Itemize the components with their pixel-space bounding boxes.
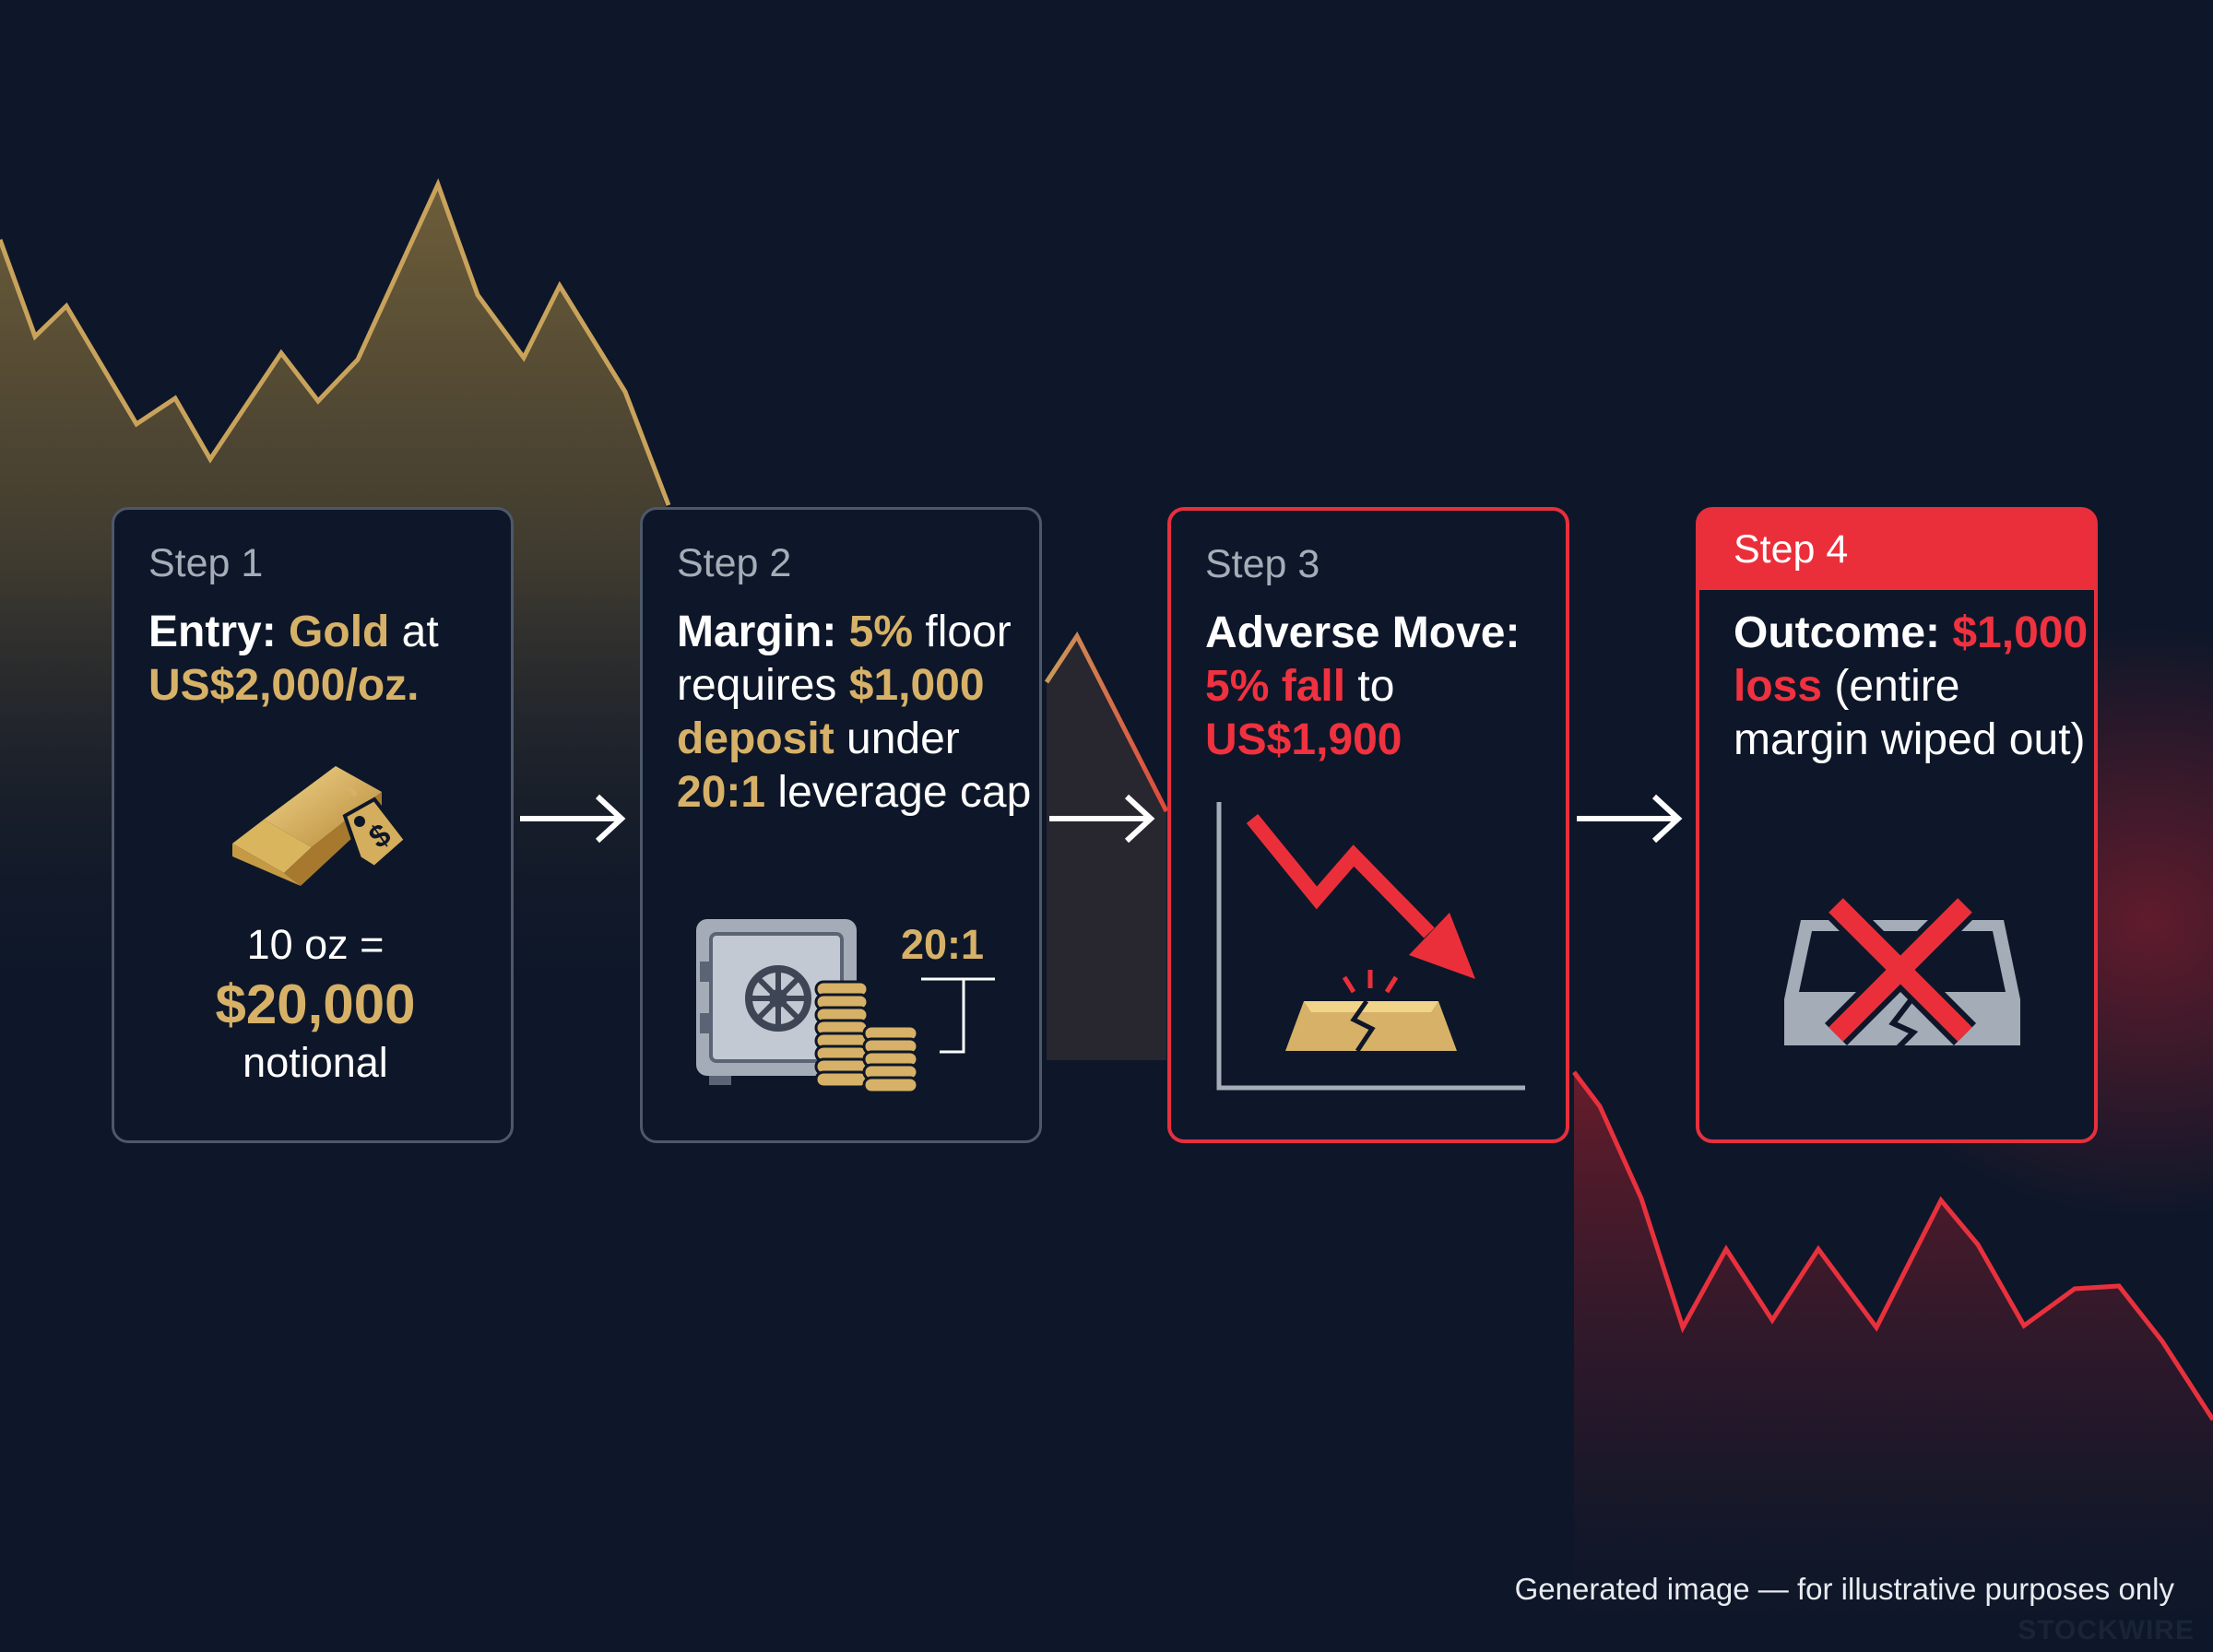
step-2-label: Step 2 [677,541,792,585]
step-3-new-price: US$1,900 [1205,715,1402,764]
step-4-heading: Outcome: [1734,608,1941,657]
step-2-headline: Margin: 5% floor requires $1,000 deposit… [677,608,1032,817]
falling-arrow-cracked-gold-bar-icon [1216,802,1525,1091]
gold-price-line [0,178,671,506]
step-3-headline: Adverse Move: 5% fall to US$1,900 [1205,608,1521,764]
step-3-label: Step 3 [1205,542,1320,586]
step-1-card: Step 1 Entry: Gold at US$2,000/oz. $ 10 … [112,507,514,1143]
step-4-label: Step 4 [1734,527,1849,572]
step-2-ratio-label: 20:1 [901,921,985,968]
ratio-bracket [921,977,995,1054]
step-4-headline: Outcome: $1,000 loss (entire margin wipe… [1734,608,2089,764]
arrow-right-icon [1577,794,1683,844]
empty-cracked-tray-with-x-icon [1784,893,2020,1054]
step-1-headline: Entry: Gold at US$2,000/oz. [148,608,439,710]
step-2-heading: Margin: [677,608,837,656]
step-2-deposit: $1,000 deposit [677,661,985,763]
step-1-quantity: 10 oz = [246,921,385,968]
step-2-card: Step 2 Margin: 5% floor requires $1,000 … [640,507,1042,1143]
step-4-card: Step 4 Outcome: $1,000 loss (entire marg… [1696,507,2098,1143]
watermark: STOCKWIRE [2018,1615,2195,1646]
step-4-header-band [1699,511,2094,590]
step-4-loss: $1,000 loss [1734,608,2089,711]
arrow-right-icon [520,794,626,844]
step-1-notional-label: notional [243,1039,388,1086]
arrow-right-icon [1049,794,1155,844]
step-3-card: Step 3 Adverse Move: 5% fall to US$1,900 [1167,507,1569,1143]
step-3-drop: 5% fall [1205,662,1346,711]
step-1-notional-value: $20,000 [215,974,416,1035]
step-3-heading: Adverse Move: [1205,608,1521,657]
safe-with-coin-stacks-icon [696,919,919,1094]
gold-bar-with-price-tag-icon: $ [232,766,408,886]
mid-area [1047,636,1166,1060]
step-2-leverage: 20:1 [677,768,766,817]
step-1-asset: Gold [289,608,390,656]
red-price-line [1572,1070,2213,1422]
step-1-label: Step 1 [148,541,264,585]
step-1-price: US$2,000/oz. [148,661,420,710]
disclaimer-footer: Generated image — for illustrative purpo… [1514,1572,2174,1606]
red-area [1574,1072,2213,1652]
mid-price-line [1044,631,1169,813]
step-2-margin-rate: 5% [848,608,914,656]
step-1-heading: Entry: [148,608,277,656]
